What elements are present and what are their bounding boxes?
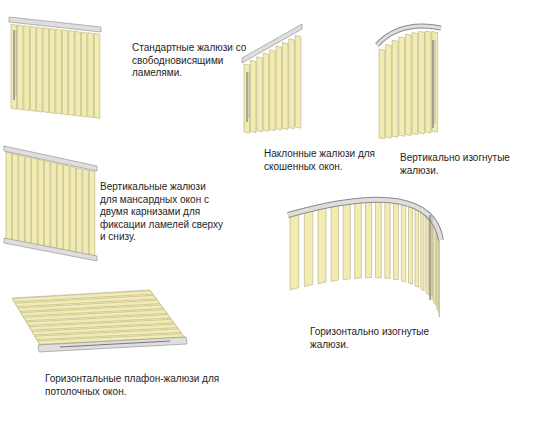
slat — [394, 200, 399, 280]
slat — [289, 39, 295, 129]
slat — [432, 32, 438, 133]
slat — [6, 152, 12, 240]
slat — [290, 213, 299, 291]
slat — [415, 204, 419, 287]
slat — [343, 202, 350, 280]
slat — [49, 28, 55, 113]
slat — [30, 26, 36, 111]
slat — [434, 219, 436, 305]
slat — [17, 25, 23, 110]
top-rail — [4, 146, 97, 171]
slat — [83, 169, 89, 256]
slat — [244, 64, 250, 133]
slat — [57, 164, 63, 251]
control-chain — [246, 72, 247, 122]
slat — [250, 60, 256, 132]
top-rail-face — [377, 26, 441, 45]
slat — [421, 207, 424, 291]
slat — [430, 214, 432, 300]
slat — [426, 210, 429, 295]
slat — [355, 200, 362, 278]
bottom-rail — [4, 238, 97, 261]
front-rail — [38, 337, 187, 352]
slat — [379, 49, 385, 139]
slat — [318, 206, 326, 284]
slat — [51, 162, 57, 249]
caption-label: Стандартные жалюзи со свободновисящими л… — [132, 42, 267, 80]
slat — [19, 155, 25, 243]
slat — [412, 33, 418, 135]
caption-label: Вертикально изогнутые жалюзи. — [400, 152, 525, 177]
panel-frame — [12, 290, 185, 345]
slat — [376, 199, 382, 278]
slat — [24, 26, 30, 111]
top-rail — [377, 26, 441, 45]
slat — [295, 35, 301, 128]
slat — [43, 28, 49, 113]
ceiling-blinds — [12, 290, 187, 352]
slat — [88, 33, 94, 118]
control-chain — [432, 40, 433, 128]
slat — [76, 168, 82, 255]
caption-label: Горизонтальные плафон-жалюзи для потолоч… — [45, 373, 230, 398]
slat — [56, 29, 62, 114]
top-rail — [9, 17, 101, 32]
standard-blinds — [9, 17, 101, 119]
slat — [385, 199, 390, 279]
top-rail — [242, 24, 302, 63]
slat — [89, 171, 95, 258]
slat — [64, 165, 70, 252]
control-cord — [435, 40, 436, 124]
slat — [331, 203, 339, 281]
slat — [70, 166, 76, 253]
slat — [69, 30, 75, 115]
slat — [425, 31, 431, 133]
slat — [438, 229, 440, 317]
slat — [37, 27, 43, 112]
vertically-bent-blinds — [377, 26, 441, 139]
control-chain — [60, 341, 170, 347]
slat — [75, 31, 81, 116]
mansard-blinds — [4, 146, 97, 261]
slat — [81, 32, 87, 117]
horizontally-bent-blinds — [288, 199, 441, 317]
top-rail-face — [288, 200, 441, 240]
slat — [276, 46, 282, 130]
control-chain — [13, 30, 14, 100]
control-cord — [432, 215, 433, 296]
slat — [32, 158, 38, 246]
slat — [392, 40, 398, 137]
slat — [401, 201, 405, 282]
top-rail — [288, 200, 441, 240]
slat — [386, 44, 392, 138]
slat — [12, 154, 18, 242]
slat — [44, 161, 50, 248]
control-cord — [249, 72, 250, 118]
slat — [25, 156, 31, 244]
slat — [62, 30, 68, 115]
caption-label: Горизонтально изогнутые жалюзи. — [310, 326, 460, 351]
slat — [11, 24, 17, 109]
slat — [94, 33, 100, 118]
slat — [263, 53, 269, 131]
slat — [270, 50, 276, 131]
caption-label: Вертикальные жалюзи для мансардных окон … — [100, 181, 225, 244]
slat — [419, 31, 425, 133]
slat — [399, 37, 405, 136]
caption-label: Наклонные жалюзи для скошенных окон. — [264, 148, 389, 173]
slat — [282, 43, 288, 130]
slat — [366, 199, 372, 278]
inclined-blinds — [242, 24, 302, 133]
slat — [38, 159, 44, 247]
slat — [257, 57, 263, 132]
control-cord — [16, 30, 17, 96]
control-chain — [429, 215, 430, 300]
slat — [409, 202, 413, 284]
slat — [304, 209, 312, 287]
slat — [405, 34, 411, 135]
